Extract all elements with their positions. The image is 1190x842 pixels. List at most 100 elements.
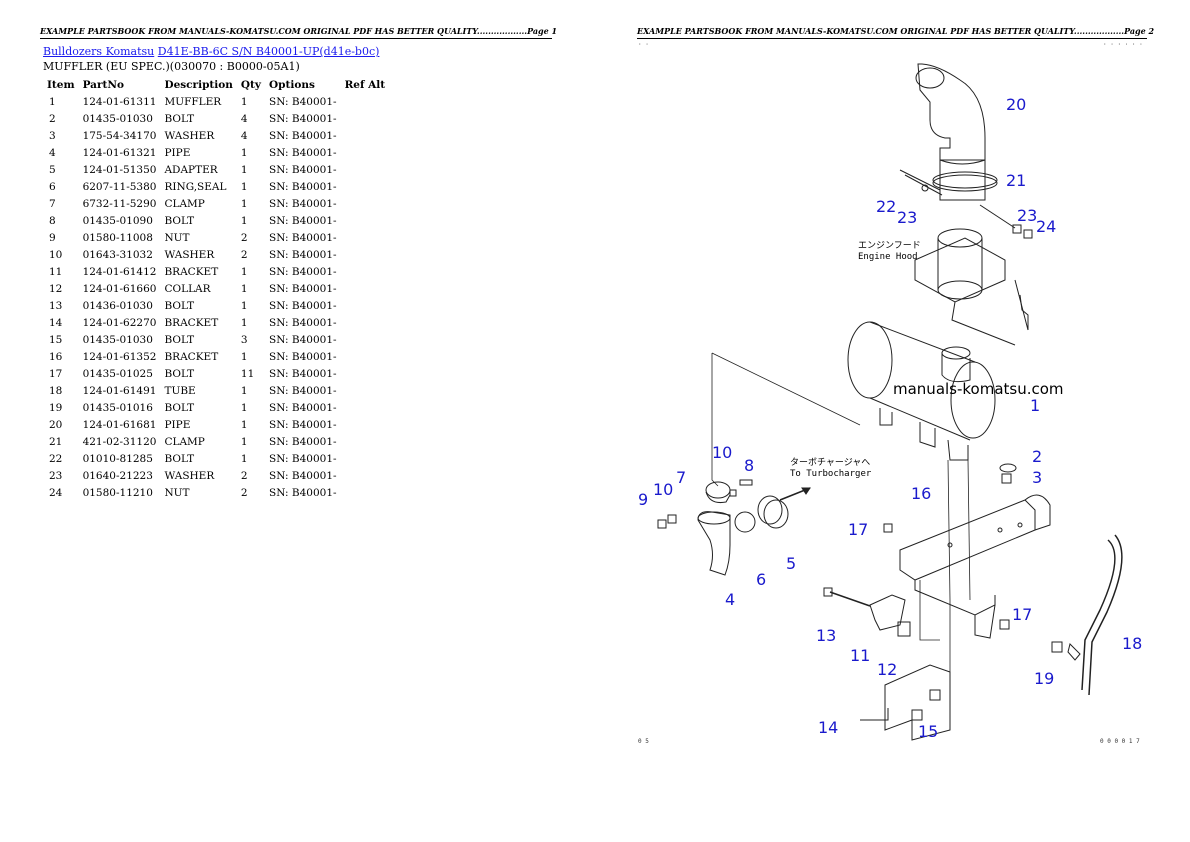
callout-label: 17	[848, 520, 869, 539]
table-cell: 4	[240, 129, 248, 142]
table-cell: NUT	[164, 231, 190, 244]
turbocharger-note-jp: ターボチャージャへ	[790, 458, 871, 468]
watermark: manuals-komatsu.com	[893, 380, 1064, 398]
breadcrumb: Bulldozers Komatsu D41E-BB-6C S/N B40001…	[43, 45, 379, 58]
table-cell: PIPE	[164, 418, 191, 431]
table-cell: SN: B40001-	[269, 95, 337, 108]
table-cell	[341, 416, 390, 433]
breadcrumb-link-bulldozers[interactable]: Bulldozers Komatsu	[43, 45, 155, 58]
table-cell: 6207-11-5380	[82, 180, 157, 193]
bracket-part-14	[860, 664, 951, 741]
callout-label: 14	[818, 718, 839, 737]
table-cell: 124-01-62270	[82, 316, 157, 329]
callout-label: 15	[918, 722, 939, 741]
table-cell: 1	[240, 418, 248, 431]
table-cell: WASHER	[164, 469, 215, 482]
table-cell: SN: B40001-	[269, 384, 337, 397]
callout-label: 4	[725, 590, 736, 609]
table-cell: 124-01-61321	[82, 146, 157, 159]
table-cell: BOLT	[164, 214, 195, 227]
breadcrumb-link-model[interactable]: D41E-BB-6C S/N B40001-UP(d41e-b0c)	[157, 45, 380, 58]
diagram-corner-mark: · ·	[638, 41, 649, 48]
table-cell: 2	[240, 248, 248, 261]
table-cell	[341, 348, 390, 365]
page-header-1: EXAMPLE PARTSBOOK FROM MANUALS-KOMATSU.C…	[40, 26, 557, 39]
table-cell: SN: B40001-	[269, 231, 337, 244]
callout-label: 19	[1034, 669, 1055, 688]
table-cell: 01435-01030	[82, 112, 153, 125]
table-cell: SN: B40001-	[269, 469, 337, 482]
table-cell: 01580-11210	[82, 486, 153, 499]
table-cell: 1	[240, 316, 248, 329]
table-cell: 01436-01030	[82, 299, 153, 312]
turbo-arrow-head	[801, 487, 811, 495]
table-cell: 3	[240, 333, 248, 346]
column-header: Ref Alt	[344, 78, 386, 91]
table-row: 13 01436-01030 BOLT 1 SN: B40001-	[43, 297, 389, 314]
table-cell: 22	[49, 452, 63, 465]
table-cell: BOLT	[164, 299, 195, 312]
column-header: Item	[47, 78, 75, 91]
callout-label: 9	[638, 490, 649, 509]
table-cell: 1	[240, 299, 248, 312]
table-cell: 13	[49, 299, 63, 312]
diagram-corner-mark: 0 0 0 0 1 7	[1100, 738, 1140, 745]
table-cell: 124-01-61491	[82, 384, 157, 397]
table-cell: MUFFLER	[164, 95, 222, 108]
table-cell: 1	[240, 350, 248, 363]
engine-hood-note-jp: エンジンフード	[858, 241, 921, 251]
table-cell: 10	[49, 248, 63, 261]
pipe-part-20	[915, 63, 986, 201]
parts-table: Item PartNo Description Qty Options Ref …	[43, 76, 389, 501]
table-cell: 124-01-61311	[82, 95, 157, 108]
table-cell	[341, 399, 390, 416]
table-cell: 01435-01090	[82, 214, 153, 227]
table-cell: 18	[49, 384, 63, 397]
callout-label: 17	[1012, 605, 1033, 624]
table-cell: RING,SEAL	[164, 180, 227, 193]
table-cell	[341, 246, 390, 263]
table-cell	[341, 263, 390, 280]
table-cell: 1	[240, 95, 248, 108]
table-cell: 4	[49, 146, 56, 159]
engine-hood-part	[914, 228, 1029, 346]
table-cell: 01580-11008	[82, 231, 153, 244]
clamp-part-21	[899, 169, 998, 196]
table-cell: WASHER	[164, 129, 215, 142]
callout-label: 23	[897, 208, 918, 227]
turbocharger-note-en: To Turbocharger	[790, 469, 872, 479]
table-cell: 1	[240, 163, 248, 176]
table-cell: 1	[240, 214, 248, 227]
table-cell: SN: B40001-	[269, 486, 337, 499]
table-cell: BOLT	[164, 401, 195, 414]
table-cell: 1	[240, 401, 248, 414]
page-title: MUFFLER (EU SPEC.)(030070 : B0000-05A1)	[43, 60, 300, 73]
callout-label: 5	[786, 554, 797, 573]
table-cell: 8	[49, 214, 56, 227]
table-cell	[341, 484, 390, 501]
column-header: Options	[269, 78, 315, 91]
callout-label: 23	[1017, 206, 1038, 225]
table-cell	[341, 127, 390, 144]
callout-label: 21	[1006, 171, 1027, 190]
table-cell	[341, 280, 390, 297]
callout-label: 16	[911, 484, 932, 503]
table-cell: 23	[49, 469, 63, 482]
table-cell: SN: B40001-	[269, 299, 337, 312]
table-cell: 20	[49, 418, 63, 431]
table-cell: SN: B40001-	[269, 350, 337, 363]
table-cell: 124-01-61412	[82, 265, 157, 278]
table-cell: BRACKET	[164, 265, 219, 278]
table-cell: 01435-01030	[82, 333, 153, 346]
parts-diagram	[657, 63, 1123, 741]
callout-label: 24	[1036, 217, 1057, 236]
